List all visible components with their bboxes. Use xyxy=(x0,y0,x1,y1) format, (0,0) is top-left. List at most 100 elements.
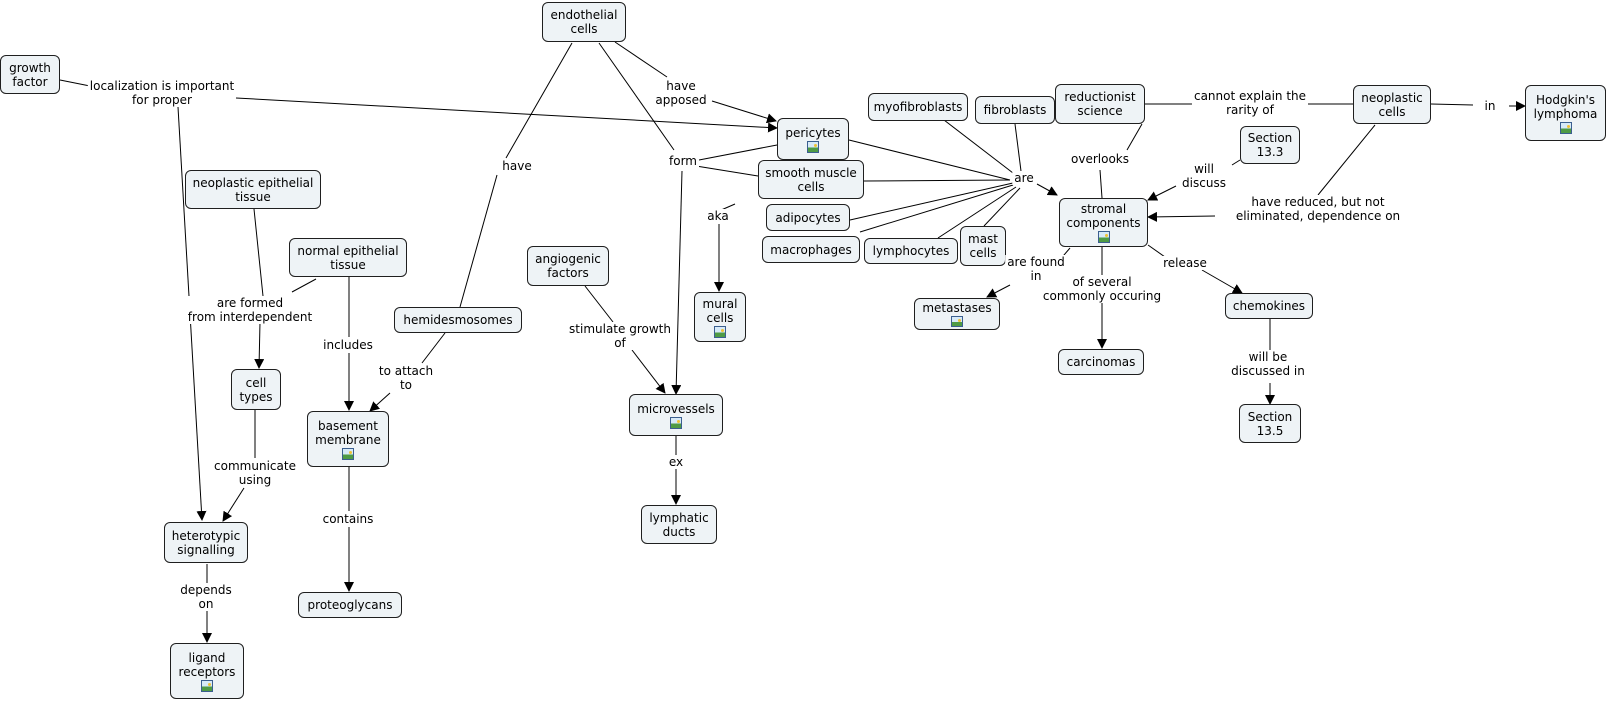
node-label: lymphocytes xyxy=(872,244,950,258)
node-lymphocytes[interactable]: lymphocytes xyxy=(864,238,958,264)
node-macrophages[interactable]: macrophages xyxy=(762,236,860,263)
arrow-line xyxy=(235,97,778,133)
link-label-depends-on: depends on xyxy=(178,583,234,611)
connector-line xyxy=(859,184,1014,233)
connector-line xyxy=(421,332,446,364)
node-endothelial[interactable]: endothelial cells xyxy=(542,2,626,42)
node-heterotypic[interactable]: heterotypic signalling xyxy=(164,522,248,563)
connector-line xyxy=(505,42,573,159)
node-label: lymphatic ducts xyxy=(649,510,709,539)
node-mural[interactable]: mural cells xyxy=(694,292,746,342)
connector-line xyxy=(1147,244,1166,258)
node-stromal[interactable]: stromal components xyxy=(1059,198,1148,247)
node-microvessels[interactable]: microvessels xyxy=(629,394,723,436)
image-icon[interactable] xyxy=(1559,121,1572,134)
image-icon[interactable] xyxy=(807,140,819,153)
node-metastases[interactable]: metastases xyxy=(914,298,1000,330)
connector-line xyxy=(1014,123,1022,172)
image-icon[interactable] xyxy=(1097,231,1110,243)
arrow-line xyxy=(369,392,391,412)
connector-line xyxy=(1126,123,1143,151)
link-label-have: have xyxy=(500,159,534,173)
node-lymphatic[interactable]: lymphatic ducts xyxy=(641,505,717,544)
node-label: carcinomas xyxy=(1066,355,1136,369)
node-label: myofibroblasts xyxy=(873,100,963,114)
node-label: angiogenic factors xyxy=(535,252,601,280)
node-normal-epith[interactable]: normal epithelial tissue xyxy=(289,238,407,277)
link-label-have-reduced: have reduced, but not eliminated, depend… xyxy=(1233,195,1403,223)
node-label: macrophages xyxy=(770,242,852,257)
link-label-will-be-discussed: will be discussed in xyxy=(1229,350,1307,378)
link-label-cannot-explain: cannot explain the rarity of xyxy=(1191,89,1309,117)
link-label-form: form xyxy=(667,154,699,168)
node-adipocytes[interactable]: adipocytes xyxy=(766,204,850,231)
connector-line xyxy=(695,165,759,177)
node-label: basement membrane xyxy=(315,418,381,447)
node-basement[interactable]: basement membrane xyxy=(307,411,389,467)
connector-line xyxy=(1430,103,1474,106)
node-label: neoplastic cells xyxy=(1361,90,1423,119)
connector-line xyxy=(614,41,668,78)
link-label-are-formed: are formed from interdependent xyxy=(185,296,315,324)
arrow-line xyxy=(986,284,1011,298)
node-growth[interactable]: growth factor xyxy=(0,55,60,94)
node-angiogenic[interactable]: angiogenic factors xyxy=(527,246,609,286)
image-icon[interactable] xyxy=(342,447,354,460)
node-reductionist[interactable]: reductionist science xyxy=(1055,84,1145,124)
node-section135[interactable]: Section 13.5 xyxy=(1239,404,1301,443)
connector-line xyxy=(983,187,1021,227)
node-label: chemokines xyxy=(1232,299,1306,313)
node-label: smooth muscle cells xyxy=(765,165,857,194)
link-label-of-several: of several commonly occuring xyxy=(1040,275,1164,303)
node-label: reductionist science xyxy=(1064,90,1136,118)
connector-line xyxy=(937,186,1017,239)
node-label: microvessels xyxy=(637,401,715,416)
connector-line xyxy=(863,179,1011,182)
connector-line xyxy=(943,119,1014,174)
link-label-stimulate: stimulate growth of xyxy=(567,322,673,350)
node-label: normal epithelial tissue xyxy=(297,243,399,272)
node-cell-types[interactable]: cell types xyxy=(231,369,281,410)
node-pericytes[interactable]: pericytes xyxy=(777,118,849,160)
node-myofibroblasts[interactable]: myofibroblasts xyxy=(868,93,968,121)
image-icon[interactable] xyxy=(951,316,963,327)
node-fibroblasts[interactable]: fibroblasts xyxy=(975,96,1055,124)
link-label-are: are xyxy=(1012,171,1036,185)
link-label-communicate: communicate using xyxy=(212,459,298,487)
arrow-line xyxy=(1147,211,1216,222)
node-label: neoplastic epithelial tissue xyxy=(192,175,314,204)
node-label: stromal components xyxy=(1066,202,1141,230)
link-label-to-attach: to attach to xyxy=(376,364,436,392)
image-icon[interactable] xyxy=(201,679,213,692)
node-chemokines[interactable]: chemokines xyxy=(1225,293,1313,319)
arrow-line xyxy=(254,321,265,369)
link-label-in: in xyxy=(1482,99,1498,113)
connector-line xyxy=(848,139,1011,181)
node-ligand[interactable]: ligand receptors xyxy=(170,643,244,699)
node-neoplastic-cells[interactable]: neoplastic cells xyxy=(1353,85,1431,124)
node-label: cell types xyxy=(239,375,273,404)
node-section133[interactable]: Section 13.3 xyxy=(1240,126,1300,164)
node-hemidesmosomes[interactable]: hemidesmosomes xyxy=(394,307,522,333)
node-label: Hodgkin's lymphoma xyxy=(1533,92,1598,121)
node-mast[interactable]: mast cells xyxy=(960,226,1006,266)
arrow-line xyxy=(711,100,777,124)
node-label: growth factor xyxy=(9,60,51,89)
node-carcinomas[interactable]: carcinomas xyxy=(1058,349,1144,375)
link-label-overlooks: overlooks xyxy=(1069,152,1131,166)
arrow-line xyxy=(631,349,666,394)
connector-line xyxy=(598,42,675,151)
node-label: fibroblasts xyxy=(983,103,1047,117)
node-proteoglycans[interactable]: proteoglycans xyxy=(298,592,402,618)
node-hodgkin[interactable]: Hodgkin's lymphoma xyxy=(1525,85,1606,141)
connector-line xyxy=(849,182,1014,221)
image-icon[interactable] xyxy=(714,325,726,338)
node-label: Section 13.5 xyxy=(1247,409,1293,438)
image-icon[interactable] xyxy=(670,416,682,429)
node-neo-epith[interactable]: neoplastic epithelial tissue xyxy=(185,170,321,209)
node-smooth[interactable]: smooth muscle cells xyxy=(758,160,864,199)
connector-line xyxy=(59,79,91,87)
link-label-release: release xyxy=(1161,256,1209,270)
